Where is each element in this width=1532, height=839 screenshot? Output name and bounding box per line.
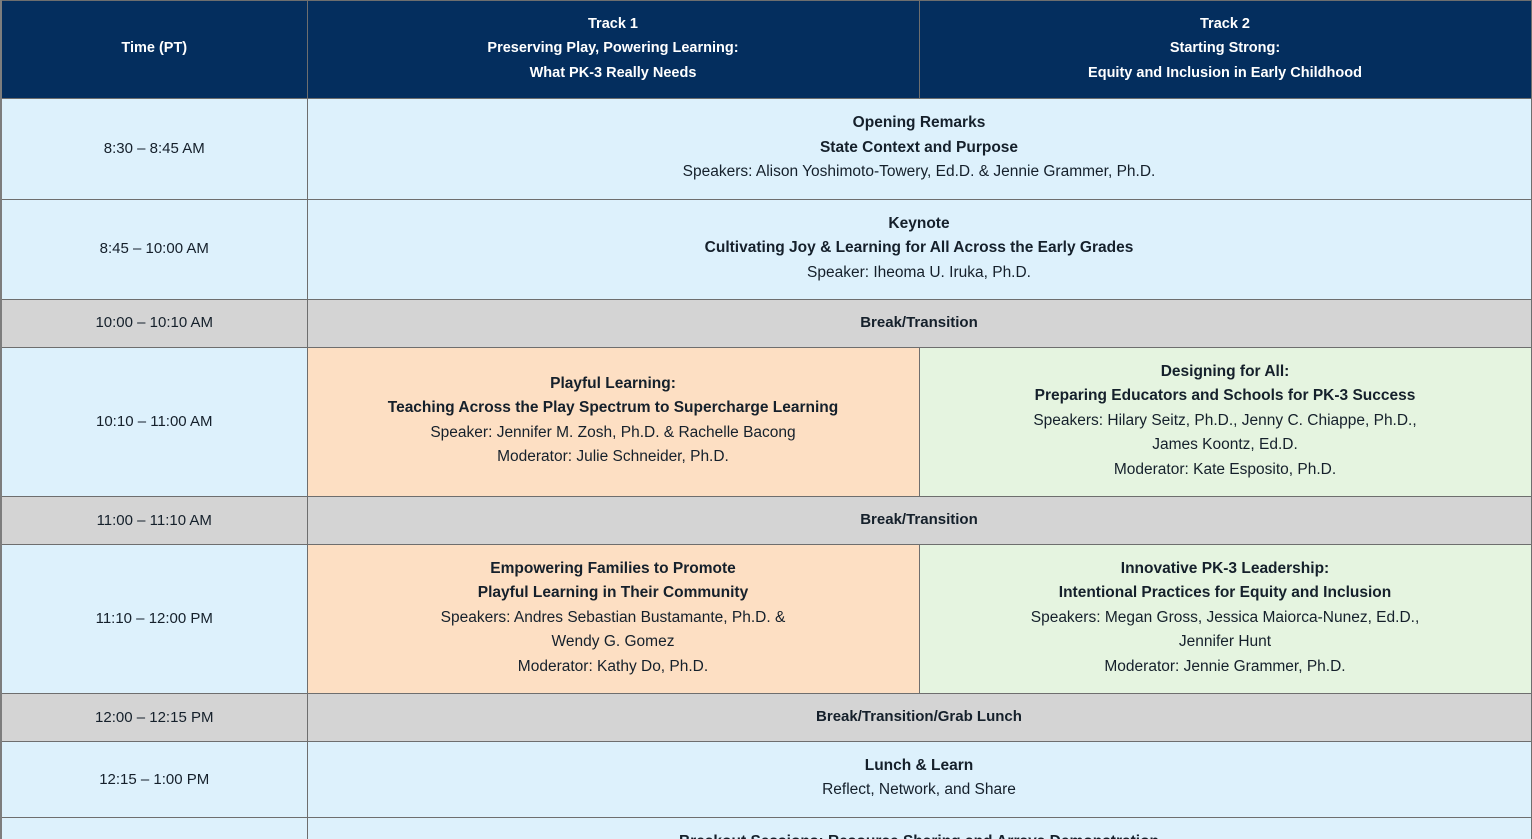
column-header-time: Time (PT) <box>0 0 308 100</box>
column-header-line: Equity and Inclusion in Early Childhood <box>1088 64 1362 81</box>
column-header-line: What PK-3 Really Needs <box>529 64 697 81</box>
break-session-cell: Break/Transition <box>306 298 1532 348</box>
time-slot-cell: 10:10 – 11:00 AM <box>0 346 308 498</box>
session-title-line: Innovative PK-3 Leadership: <box>1120 559 1330 577</box>
table-row: 11:00 – 11:10 AM Break/Transition <box>0 496 1532 545</box>
time-slot-cell: 8:45 – 10:00 AM <box>0 198 308 300</box>
time-slot-cell: 11:00 – 11:10 AM <box>0 496 308 545</box>
session-title-line: Teaching Across the Play Spectrum to Sup… <box>387 399 839 417</box>
session-lines: Playful Learning: Teaching Across the Pla… <box>322 372 905 470</box>
session-title-line: Playful Learning in Their Community <box>477 584 749 602</box>
session-detail-line: Speaker: Jennifer M. Zosh, Ph.D. & Rache… <box>430 423 796 441</box>
session-lines: Break/Transition <box>318 311 1521 335</box>
session-title-line: Breakout Sessions: Resource Sharing and … <box>322 830 1517 839</box>
column-header-track-1: Track 1 Preserving Play, Powering Learnin… <box>306 0 920 100</box>
session-detail-line: James Koontz, Ed.D. <box>1152 436 1298 454</box>
session-title-line: Playful Learning: <box>550 374 676 392</box>
break-session-cell: Break/Transition <box>306 496 1532 545</box>
track-2-session-cell: Designing for All: Preparing Educators an… <box>918 346 1532 498</box>
time-slot-cell: 8:30 – 8:45 AM <box>0 98 308 200</box>
column-header-line: Track 2 <box>1200 16 1250 32</box>
session-title-line: Preparing Educators and Schools for PK-3… <box>1034 387 1416 405</box>
session-detail-line: Reflect, Network, and Share <box>822 781 1016 799</box>
column-header-line: Time (PT) <box>121 40 188 57</box>
session-title-line: Intentional Practices for Equity and Inc… <box>1058 584 1392 602</box>
table-row: 12:00 – 12:15 PM Break/Transition/Grab Lu… <box>0 693 1532 742</box>
column-header-line: Preserving Play, Powering Learning: <box>487 40 739 57</box>
session-title-line: State Context and Purpose <box>819 138 1019 156</box>
column-header-line: Starting Strong: <box>1169 40 1281 57</box>
session-title-line: Cultivating Joy & Learning for All Acros… <box>704 239 1134 257</box>
session-detail-line: Moderator: Kate Esposito, Ph.D. <box>1113 460 1337 478</box>
session-detail-line: Wendy G. Gomez <box>551 633 675 651</box>
session-detail-line: Moderator: Kathy Do, Ph.D. <box>517 657 709 675</box>
session-lines: Break/Transition/Grab Lunch <box>318 705 1521 729</box>
session-detail-line: Speaker: Iheoma U. Iruka, Ph.D. <box>807 263 1031 281</box>
track-2-session-cell: Innovative PK-3 Leadership: Intentional P… <box>918 543 1532 695</box>
session-lines: Break/Transition <box>318 508 1521 532</box>
session-lines: Breakout Sessions: Resource Sharing and … <box>322 830 1517 839</box>
time-slot-cell: 12:15 – 1:00 PM <box>0 740 308 818</box>
session-lines: Designing for All: Preparing Educators an… <box>934 360 1517 482</box>
table-row: 1:00 – 2:00 PM Breakout Sessions: Resourc… <box>0 816 1532 839</box>
plenary-session-cell: Breakout Sessions: Resource Sharing and … <box>306 816 1532 839</box>
time-slot-cell: 11:10 – 12:00 PM <box>0 543 308 695</box>
header-row: Time (PT) Track 1 Preserving Play, Poweri… <box>0 0 1532 100</box>
session-detail-line: Jennifer Hunt <box>1178 633 1272 651</box>
column-header-track-2: Track 2 Starting Strong: Equity and Inclus… <box>918 0 1532 100</box>
session-title-line: Keynote <box>888 214 950 232</box>
session-detail-line: Speakers: Megan Gross, Jessica Maiorca-N… <box>1030 608 1420 626</box>
session-detail-line: Moderator: Jennie Grammer, Ph.D. <box>1104 657 1346 675</box>
session-detail-line: Speakers: Andres Sebastian Bustamante, P… <box>440 608 786 626</box>
session-title-line: Break/Transition <box>860 511 978 529</box>
table-row: 10:10 – 11:00 AM Playful Learning: Teachin… <box>0 346 1532 498</box>
table-header: Time (PT) Track 1 Preserving Play, Poweri… <box>0 0 1532 100</box>
time-slot-cell: 1:00 – 2:00 PM <box>0 816 308 839</box>
table-row: 10:00 – 10:10 AM Break/Transition <box>0 298 1532 348</box>
session-detail-line: Speakers: Alison Yoshimoto-Towery, Ed.D.… <box>682 163 1156 181</box>
column-header-line: Track 1 <box>588 16 638 32</box>
session-title-line: Designing for All: <box>1160 362 1290 380</box>
break-session-cell: Break/Transition/Grab Lunch <box>306 693 1532 742</box>
session-title-line: Empowering Families to Promote <box>490 559 736 577</box>
session-title-line: Lunch & Learn <box>864 756 974 774</box>
time-slot-cell: 12:00 – 12:15 PM <box>0 693 308 742</box>
session-lines: Innovative PK-3 Leadership: Intentional P… <box>934 557 1517 679</box>
session-detail-line: Speakers: Hilary Seitz, Ph.D., Jenny C. … <box>1033 411 1417 429</box>
track-1-session-cell: Playful Learning: Teaching Across the Pla… <box>306 346 920 498</box>
time-slot-cell: 10:00 – 10:10 AM <box>0 298 308 348</box>
session-title-line: Opening Remarks <box>852 114 986 132</box>
session-detail-line: Moderator: Julie Schneider, Ph.D. <box>497 448 729 466</box>
session-title-line: Break/Transition/Grab Lunch <box>816 708 1022 726</box>
session-title-line: Break/Transition <box>860 313 978 331</box>
